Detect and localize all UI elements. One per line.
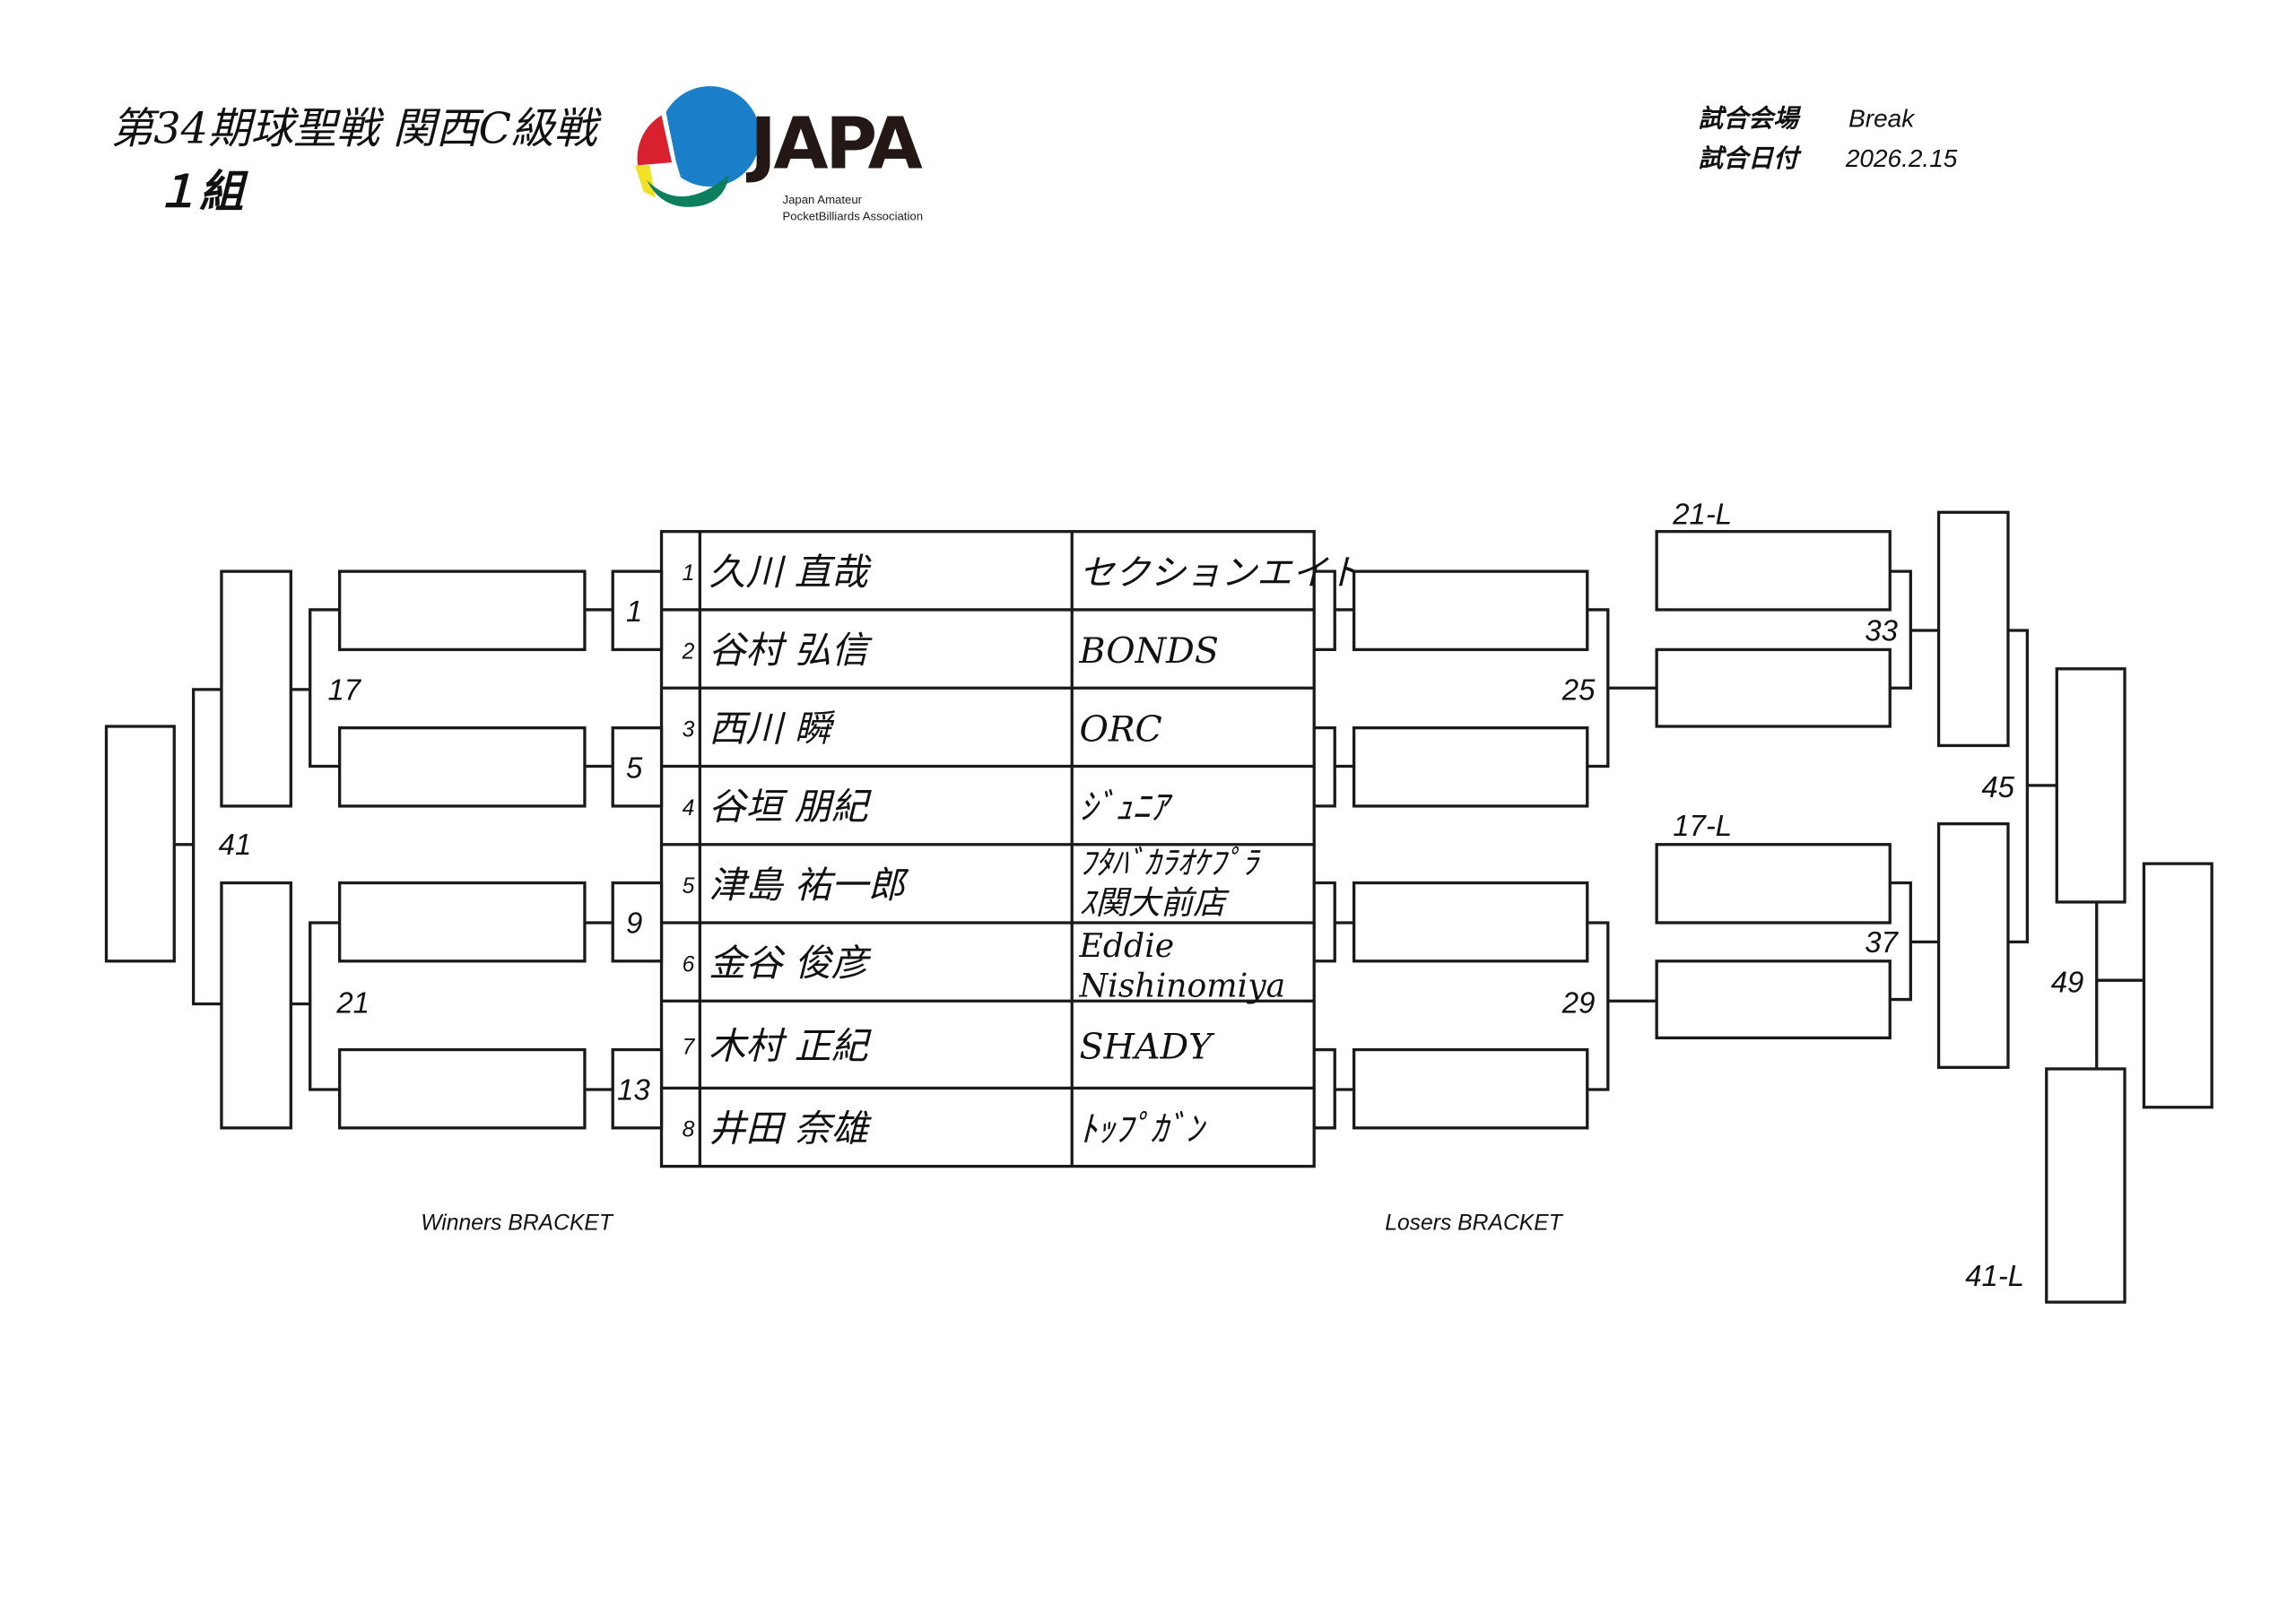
connector [1587, 608, 1657, 1091]
tournament-title: 第34期球聖戦 関西C級戦 [110, 105, 601, 154]
player-name: 金谷 俊彦 [709, 942, 871, 985]
seed-number: 6 [683, 952, 695, 977]
player-slot[interactable] [1352, 881, 1589, 963]
winners-bracket: 1 5 9 13 17 21 41 Winners BRACKET [104, 569, 664, 1235]
team-name: BONDS [1078, 630, 1218, 672]
player-name: 津島 祐一郎 [709, 864, 909, 907]
seed-number: 7 [683, 1035, 696, 1059]
player-slot[interactable] [1655, 843, 1892, 925]
match-box [611, 569, 664, 652]
logo-line2: PocketBilliards Association [783, 209, 923, 222]
table-frame [659, 530, 1316, 1168]
match-number: 29 [1561, 986, 1596, 1019]
player-slot[interactable] [2045, 1067, 2126, 1304]
team-name-line1: Eddie [1078, 926, 1174, 965]
seed-number: 3 [683, 718, 695, 743]
seed-number: 2 [682, 639, 695, 664]
connector [2095, 901, 2144, 1069]
player-slot[interactable] [220, 881, 292, 1130]
player-name: 谷垣 朋紀 [709, 786, 872, 829]
seed-number: 4 [683, 796, 695, 821]
player-slot[interactable] [220, 569, 292, 808]
losers-bracket-label: Losers BRACKET [1385, 1211, 1563, 1235]
japa-logo: JAPA Japan Amateur PocketBilliards Assoc… [634, 86, 926, 222]
losers-bracket: 25 29 21-L 17-L 33 37 45 41-L 49 Losers … [1314, 497, 2213, 1304]
venue-label: 試合会場 [1698, 104, 1802, 134]
player-slot[interactable] [338, 881, 587, 963]
player-slot[interactable] [104, 725, 176, 963]
player-slot[interactable] [1655, 530, 1892, 612]
connector [1314, 569, 1354, 1130]
date-label: 試合日付 [1698, 143, 1802, 173]
team-name: ﾄｯﾌﾟｶﾞﾝ [1079, 1109, 1206, 1151]
player-slot[interactable] [1936, 822, 2010, 1069]
drop-in-label: 17-L [1673, 809, 1732, 842]
match-number: 9 [626, 906, 642, 939]
match-number: 13 [617, 1073, 650, 1107]
player-slot[interactable] [1352, 726, 1589, 808]
match-number: 37 [1865, 925, 1899, 959]
player-slot[interactable] [1352, 569, 1589, 652]
players-table: 1 2 3 4 5 6 7 8 久川 直哉 谷村 弘信 西川 瞬 谷垣 朋紀 津… [659, 530, 1362, 1168]
player-name: 井田 奈雄 [709, 1107, 872, 1151]
team-name: セクションエイト [1079, 552, 1362, 594]
player-slot[interactable] [1352, 1047, 1589, 1130]
player-slot[interactable] [1655, 647, 1892, 728]
logo-red-segment [637, 115, 673, 166]
match-number: 17 [327, 673, 361, 706]
player-slot[interactable] [1936, 510, 2010, 748]
match-number: 1 [626, 595, 642, 628]
match-number: 5 [626, 751, 643, 785]
logo-wordmark: JAPA [745, 103, 922, 186]
team-name: ORC [1079, 708, 1161, 750]
match-number: 21 [335, 986, 370, 1019]
player-name: 西川 瞬 [709, 707, 835, 750]
team-name: ｼﾞｭﾆｱ [1079, 787, 1173, 829]
drop-in-label: 21-L [1672, 497, 1732, 530]
logo-green-segment [647, 174, 730, 207]
player-slot[interactable] [338, 726, 587, 808]
team-name-line2: Nishinomiya [1078, 966, 1285, 1004]
seed-number: 5 [683, 874, 695, 899]
player-slot[interactable] [2055, 667, 2126, 904]
logo-yellow-segment [634, 165, 656, 198]
player-slot[interactable] [338, 1047, 587, 1130]
player-slot[interactable] [1655, 960, 1892, 1040]
connector [291, 608, 340, 1091]
team-name-line1: ﾌﾀﾊﾞｶﾗｵｹﾌﾟﾗ [1079, 844, 1261, 882]
connector [174, 688, 222, 1006]
match-number: 25 [1561, 673, 1596, 706]
logo-line1: Japan Amateur [783, 193, 863, 206]
match-number: 49 [2051, 965, 2084, 998]
player-name: 久川 直哉 [709, 551, 871, 594]
winners-bracket-label: Winners BRACKET [421, 1211, 614, 1235]
player-name: 木村 正紀 [709, 1024, 872, 1067]
connector [2007, 629, 2057, 944]
connector [584, 608, 613, 1091]
venue-value: Break [1848, 105, 1916, 133]
team-name: SHADY [1079, 1026, 1215, 1067]
team-name-line2: ｽ関大前店 [1079, 883, 1230, 922]
date-value: 2026.2.15 [1845, 144, 1958, 172]
match-number: 33 [1865, 614, 1898, 647]
player-slot[interactable] [338, 569, 587, 652]
group-label: １組 [155, 168, 248, 217]
match-number: 41 [219, 828, 252, 861]
connector [1890, 569, 1939, 1002]
seed-number: 1 [683, 561, 695, 586]
seed-number: 8 [683, 1118, 695, 1142]
player-name: 谷村 弘信 [709, 629, 872, 672]
match-box [611, 881, 664, 963]
match-number: 45 [1981, 770, 2014, 803]
logo-blue-segment [665, 86, 761, 187]
drop-in-label: 41-L [1965, 1259, 2024, 1292]
player-slot[interactable] [2142, 862, 2213, 1109]
